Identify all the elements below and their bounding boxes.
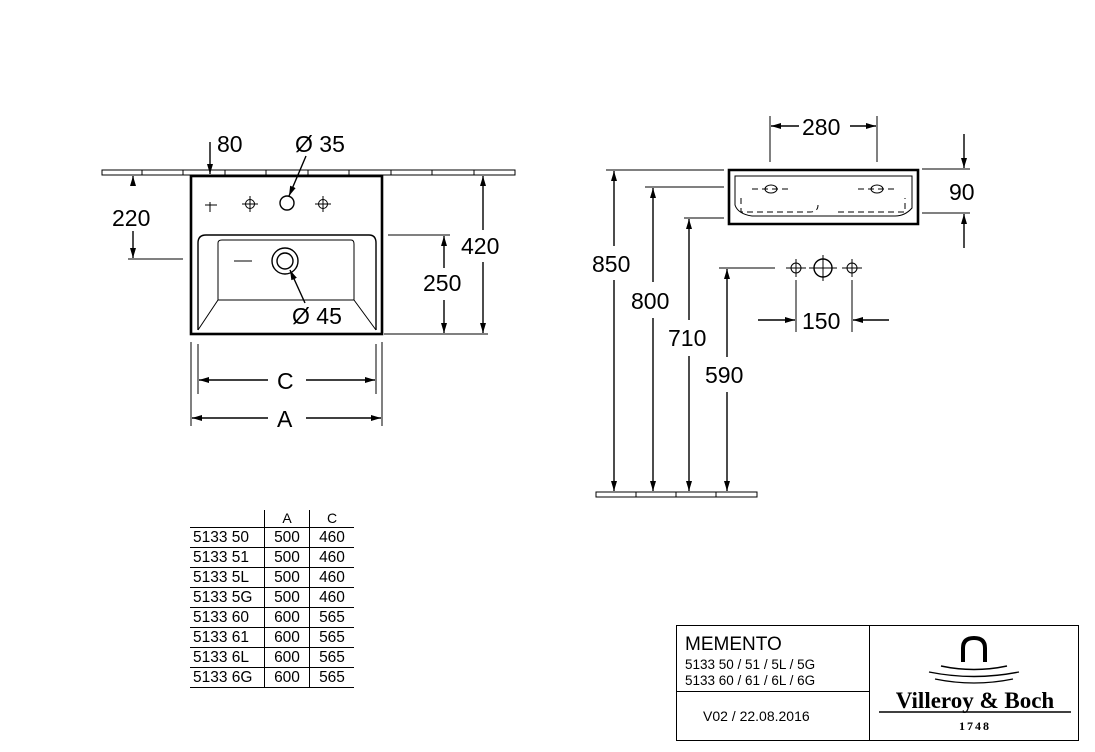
brand-logo: Villeroy & Boch 1748: [879, 635, 1071, 733]
product-codes-line2: 5133 60 / 61 / 6L / 6G: [685, 673, 816, 688]
table-cell: 460: [309, 547, 354, 568]
brand-year: 1748: [959, 719, 991, 733]
dim-710-label: 710: [668, 325, 706, 351]
dim-waste-label: Ø 45: [292, 303, 342, 329]
dim-150-label: 150: [802, 308, 840, 334]
table-cell: 5133 5G: [190, 587, 265, 608]
dim-850-label: 850: [592, 251, 630, 277]
table-header-cell: C: [309, 510, 354, 528]
table-row: 5133 6G 600 565: [190, 667, 354, 688]
dim-250-label: 250: [423, 270, 461, 296]
dim-420-label: 420: [461, 233, 499, 259]
table-cell: 500: [264, 527, 310, 548]
title-block: MEMENTO 5133 50 / 51 / 5L / 5G 5133 60 /…: [676, 625, 1079, 741]
table-cell: 565: [309, 607, 354, 628]
dim-80-label: 80: [217, 131, 243, 157]
front-view: 80 Ø 35 220 420 250 Ø 45 C A: [101, 131, 516, 432]
table-cell: 5133 50: [190, 527, 265, 548]
waste-outlet-front: [234, 247, 299, 275]
table-header-row: A C: [190, 510, 354, 528]
table-cell: 5133 61: [190, 627, 265, 648]
tap-holes-front: [242, 195, 331, 212]
table-row: 5133 50 500 460: [190, 527, 354, 548]
side-tap-hole-symbols: [786, 255, 862, 281]
table-row: 5133 5L 500 460: [190, 567, 354, 588]
table-cell: 5133 51: [190, 547, 265, 568]
table-cell: 565: [309, 627, 354, 648]
table-row: 5133 60 600 565: [190, 607, 354, 628]
table-cell: 600: [264, 647, 310, 668]
table-header-cell: A: [264, 510, 310, 528]
table-cell: 5133 60: [190, 607, 265, 628]
dim-a-label: A: [277, 406, 293, 432]
dim-90-label: 90: [949, 179, 975, 205]
basin-inner-bowl: [217, 239, 355, 301]
dim-220-label: 220: [112, 205, 150, 231]
table-header-cell: [190, 510, 265, 528]
title-block-divider: [677, 691, 869, 692]
dim-590-label: 590: [705, 362, 743, 388]
basin-outline: [189, 174, 384, 336]
table-cell: 460: [309, 527, 354, 548]
product-codes-line1: 5133 50 / 51 / 5L / 5G: [685, 657, 816, 672]
side-basin-outline: [727, 168, 920, 226]
dim-c-label: C: [277, 368, 294, 394]
version-date: V02 / 22.08.2016: [703, 708, 810, 724]
table-cell: 600: [264, 627, 310, 648]
table-row: 5133 6L 600 565: [190, 647, 354, 668]
title-block-info: MEMENTO 5133 50 / 51 / 5L / 5G 5133 60 /…: [677, 626, 870, 740]
table-cell: 5133 6G: [190, 667, 265, 688]
wall-strip-front: [101, 169, 516, 176]
table-cell: 5133 6L: [190, 647, 265, 668]
basin-bowl: [197, 234, 377, 330]
brand-name: Villeroy & Boch: [896, 688, 1055, 713]
table-row: 5133 5G 500 460: [190, 587, 354, 608]
table-row: 5133 51 500 460: [190, 547, 354, 568]
table-cell: 460: [309, 567, 354, 588]
table-cell: 500: [264, 587, 310, 608]
floor-strip: [595, 491, 758, 498]
table-cell: 565: [309, 647, 354, 668]
dim-tap-hole-label: Ø 35: [295, 131, 345, 157]
table-cell: 500: [264, 567, 310, 588]
table-cell: 460: [309, 587, 354, 608]
side-view: 280 90 850 800 710 590: [592, 114, 975, 498]
table-cell: 600: [264, 667, 310, 688]
dim-800-label: 800: [631, 288, 669, 314]
table-cell: 565: [309, 667, 354, 688]
table-cell: 600: [264, 607, 310, 628]
product-name: MEMENTO: [685, 634, 782, 655]
table-cell: 500: [264, 547, 310, 568]
table-row: 5133 61 600 565: [190, 627, 354, 648]
dimension-table: A C 5133 50 500 460 5133 51 500 460 5133…: [190, 510, 354, 688]
table-cell: 5133 5L: [190, 567, 265, 588]
dim-280-label: 280: [802, 114, 840, 140]
side-tap-holes: [752, 184, 898, 194]
